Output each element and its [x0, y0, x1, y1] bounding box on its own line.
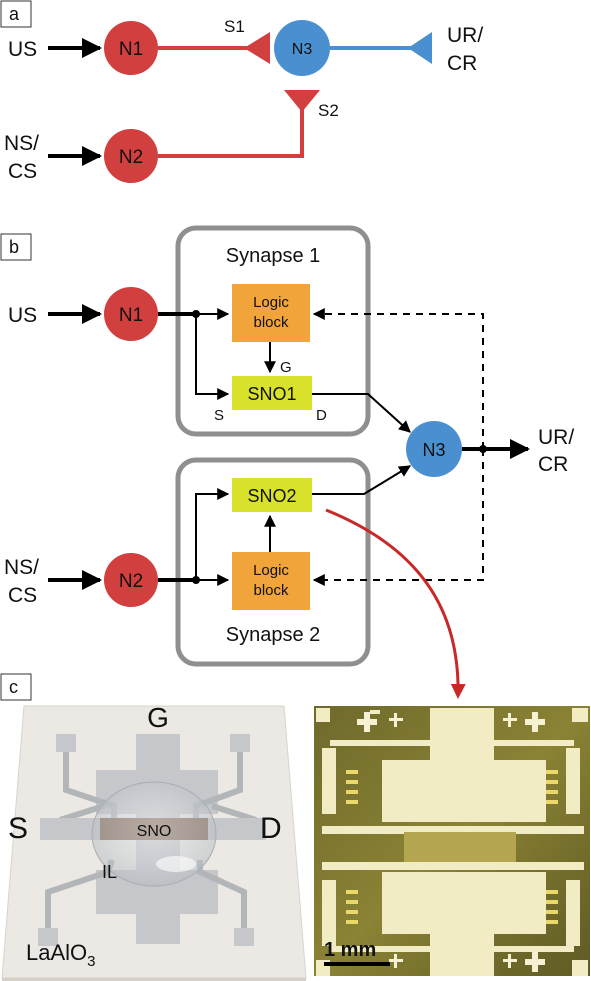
scale-bar — [324, 962, 390, 966]
neuron-n1 — [104, 21, 158, 75]
device-schematic: G S D SNO IL LaAlO3 — [1, 702, 307, 981]
synapse1-title: Synapse 1 — [226, 245, 321, 267]
b-neuron-n1 — [104, 287, 158, 341]
scale-bar-label: 1 mm — [324, 939, 376, 961]
b-us-label: US — [8, 304, 37, 327]
neuron-n2-label: N2 — [119, 147, 143, 168]
logic-block-2 — [232, 552, 310, 610]
output-label-line1: UR/ — [447, 24, 483, 47]
zoom-to-photo-arrow — [325, 508, 466, 699]
panel-c-label: c — [9, 677, 18, 697]
panel-b: b Synapse 1 Synapse 2 — [0, 225, 574, 699]
alignment-marks — [357, 712, 545, 972]
sno1-drain-label: D — [316, 407, 327, 424]
ns-cs-label-line2: CS — [8, 160, 37, 183]
synapse2-box — [175, 457, 371, 667]
micrograph-pads — [316, 708, 588, 976]
device-channel-label: SNO — [137, 823, 172, 840]
probe-pad-4 — [234, 928, 254, 946]
synapse1-box — [175, 225, 371, 437]
panel-b-label: b — [9, 237, 19, 257]
panel-c-label-box — [0, 673, 32, 701]
b-neuron-n2-label: N2 — [119, 571, 143, 592]
sno2-to-n3 — [312, 465, 412, 495]
neuron-n2 — [104, 129, 158, 183]
sno2-block — [232, 478, 312, 512]
logic1-label-line2: block — [253, 314, 289, 331]
droplet-highlight — [156, 856, 196, 872]
neuron-n3 — [274, 20, 330, 76]
b-neuron-n3-label: N3 — [422, 440, 445, 460]
sno1-block — [232, 376, 312, 410]
b-output-label-line1: UR/ — [538, 426, 574, 449]
feedback-to-logic2 — [312, 449, 484, 586]
panel-a-label: a — [9, 4, 20, 24]
synapse-s1-label: S1 — [224, 17, 245, 36]
device-source-label: S — [8, 812, 28, 845]
sno1-source-label: S — [214, 407, 224, 424]
sno1-to-n3 — [312, 393, 411, 433]
device-il-label: IL — [102, 862, 117, 882]
b-output-label-line2: CR — [538, 453, 568, 476]
probe-pad-2 — [230, 734, 250, 752]
b-neuron-n1-label: N1 — [119, 305, 143, 326]
panel-a-label-box — [0, 0, 32, 28]
n1-to-sno1 — [195, 314, 230, 400]
synapse2-title: Synapse 2 — [226, 624, 321, 646]
b-neuron-n2 — [104, 553, 158, 607]
logic2-label-line1: Logic — [253, 562, 289, 579]
neuron-n1-label: N1 — [119, 39, 143, 60]
output-label-line2: CR — [447, 52, 477, 75]
probe-pad-3 — [38, 928, 58, 946]
logic1-label-line1: Logic — [253, 294, 289, 311]
substrate-label: LaAlO3 — [26, 940, 96, 970]
ns-cs-label-line1: NS/ — [4, 132, 39, 155]
n2-to-sno2 — [195, 488, 230, 580]
output-triangle — [408, 32, 432, 64]
us-label: US — [8, 38, 37, 61]
synapse-s1-triangle — [244, 32, 270, 64]
sno1-gate-label: G — [280, 359, 292, 376]
n1-junction — [192, 310, 200, 318]
logic-block-1 — [232, 284, 310, 342]
neuron-n3-label: N3 — [292, 41, 313, 58]
sno2-label: SNO2 — [247, 486, 296, 506]
comb-pads — [346, 770, 558, 924]
b-neuron-n3 — [406, 421, 462, 477]
panel-c: c — [0, 673, 590, 981]
micrograph-channel — [404, 832, 516, 862]
device-gate-label: G — [147, 702, 169, 733]
synapse-s2-label: S2 — [318, 101, 339, 120]
synapse-s2-triangle — [284, 90, 320, 112]
sno1-label: SNO1 — [247, 384, 296, 404]
probe-pad-1 — [56, 734, 76, 752]
logic2-label-line2: block — [253, 582, 289, 599]
b-ns-cs-label-line1: NS/ — [4, 556, 39, 579]
n2-junction — [192, 576, 200, 584]
feedback-to-logic1 — [312, 308, 484, 449]
b-ns-cs-label-line2: CS — [8, 584, 37, 607]
n2-s2-link — [158, 100, 304, 158]
device-micrograph: 1 mm — [314, 706, 590, 976]
device-drain-label: D — [260, 812, 282, 845]
substrate-edge — [2, 978, 306, 981]
panel-a: a N1 N2 N3 US NS/ CS S1 S2 UR/ CR — [0, 0, 483, 183]
panel-b-label-box — [0, 233, 32, 261]
